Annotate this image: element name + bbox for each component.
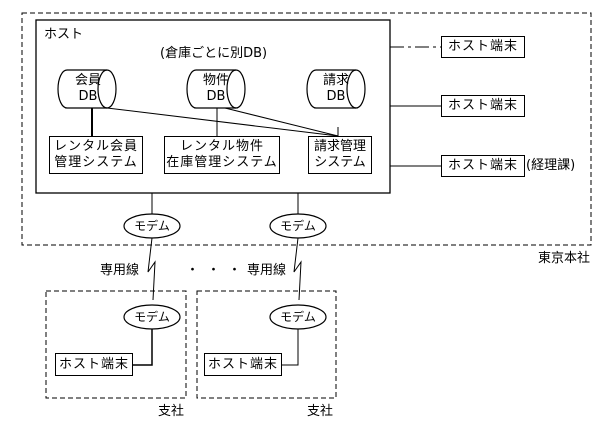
- branch-1-label: 支社: [158, 404, 185, 419]
- leased-line-1: [147, 237, 156, 301]
- system-member-line2: 管理システム: [54, 155, 138, 170]
- leased-line-2-label: 専用線: [247, 263, 287, 278]
- link-member-db-to-billing-system: [106, 107, 339, 137]
- host-label: ホスト: [44, 27, 84, 42]
- system-member-line1: レンタル会員: [53, 139, 138, 154]
- hq-terminal-accounting: ホスト端末: [441, 155, 525, 177]
- hq-terminal-2: ホスト端末: [441, 95, 525, 117]
- accounting-dept-note: (経理課): [526, 158, 576, 173]
- branch-2-terminal: ホスト端末: [204, 353, 282, 376]
- db-cylinder-billing: [306, 69, 366, 109]
- db-billing-label: 請求 DB: [311, 73, 361, 105]
- branch-1-terminal: ホスト端末: [55, 353, 133, 376]
- system-member-management: レンタル会員 管理システム: [49, 136, 143, 174]
- db-billing-type: DB: [326, 89, 346, 104]
- ellipsis: ・・・: [186, 263, 250, 278]
- branch-1-boundary: [45, 290, 187, 399]
- branch-2-link: [282, 329, 299, 366]
- db-cylinder-property: [186, 69, 246, 109]
- system-billing-management: 請求管理 システム: [308, 136, 372, 174]
- branch-2-label: 支社: [307, 404, 334, 419]
- hq-modem-1-label: モデム: [134, 219, 170, 233]
- system-inventory-line1: レンタル物件: [179, 139, 264, 154]
- leased-line-2: [293, 237, 302, 301]
- tokyo-hq-label: 東京本社: [538, 251, 591, 266]
- db-member-label: 会員 DB: [63, 73, 113, 105]
- host-db-note: (倉庫ごとに別DB): [160, 46, 268, 61]
- system-billing-line2: システム: [314, 155, 366, 170]
- db-property-name: 物件: [202, 73, 229, 88]
- system-inventory-line2: 在庫管理システム: [166, 155, 278, 170]
- hq-modem-2-label: モデム: [280, 219, 316, 233]
- branch-2-modem-label: モデム: [280, 310, 316, 324]
- db-property-type: DB: [206, 89, 226, 104]
- branch-1-modem-label: モデム: [134, 310, 170, 324]
- leased-line-1-label: 専用線: [100, 263, 140, 278]
- system-billing-line1: 請求管理: [313, 139, 366, 154]
- branch-1-link: [133, 329, 153, 366]
- tokyo-hq-boundary: [21, 12, 592, 246]
- db-member-name: 会員: [74, 73, 101, 88]
- db-billing-name: 請求: [322, 73, 349, 88]
- link-property-db-to-billing-system: [224, 107, 339, 137]
- db-property-label: 物件 DB: [191, 73, 241, 105]
- system-inventory-management: レンタル物件 在庫管理システム: [164, 136, 280, 174]
- branch-2-boundary: [196, 290, 337, 399]
- db-member-type: DB: [78, 89, 98, 104]
- hq-terminal-1: ホスト端末: [441, 36, 525, 58]
